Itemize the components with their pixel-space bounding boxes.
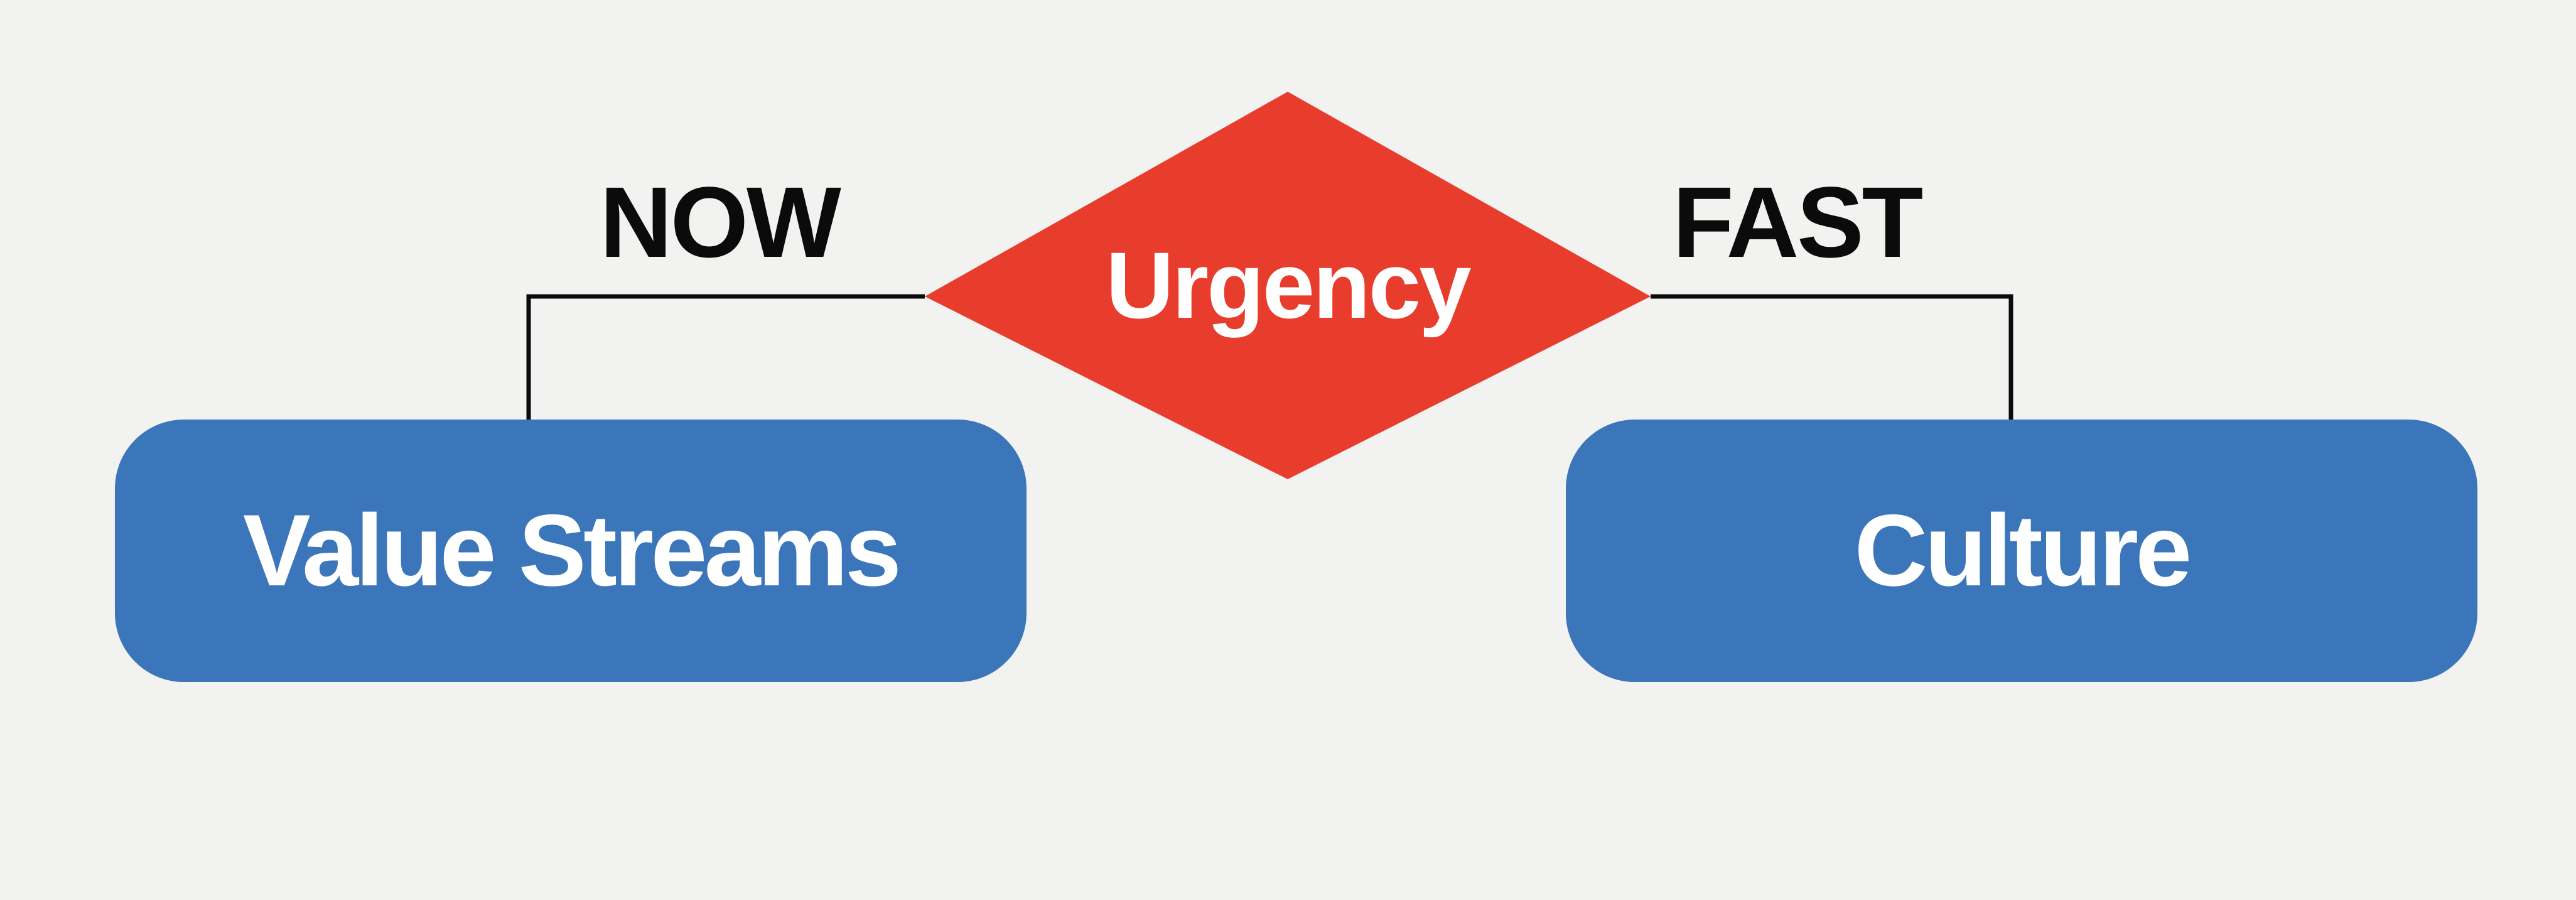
culture-label: Culture <box>1854 494 2192 607</box>
connector-left <box>526 294 925 420</box>
value-streams-label: Value Streams <box>242 494 902 607</box>
connector-right <box>1651 294 2013 420</box>
branch-label-now: NOW <box>600 166 841 278</box>
branch-label-fast: FAST <box>1672 166 1923 278</box>
value-streams-node: Value Streams <box>115 420 1027 682</box>
urgency-diamond <box>925 92 1651 479</box>
culture-node: Culture <box>1566 420 2477 682</box>
